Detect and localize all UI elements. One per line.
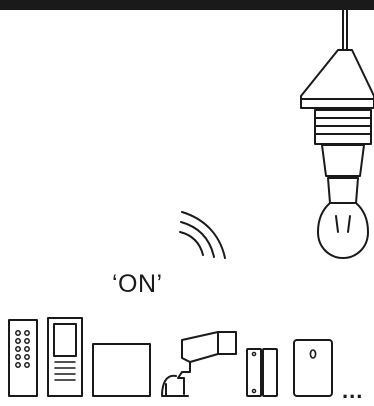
motion-sensor-icon [162, 332, 236, 396]
wall-button-icon [294, 340, 332, 396]
more-devices-indicator: ... [342, 378, 363, 404]
radio-signal-icon [180, 212, 225, 258]
wall-switch-icon [93, 344, 150, 396]
pendant-lamp-icon [301, 8, 374, 258]
door-window-contact-icon [247, 349, 277, 396]
remote-keypad-icon [9, 320, 37, 396]
remote-control-icon [48, 318, 82, 396]
on-command-label: ‘ON’ [112, 270, 163, 299]
